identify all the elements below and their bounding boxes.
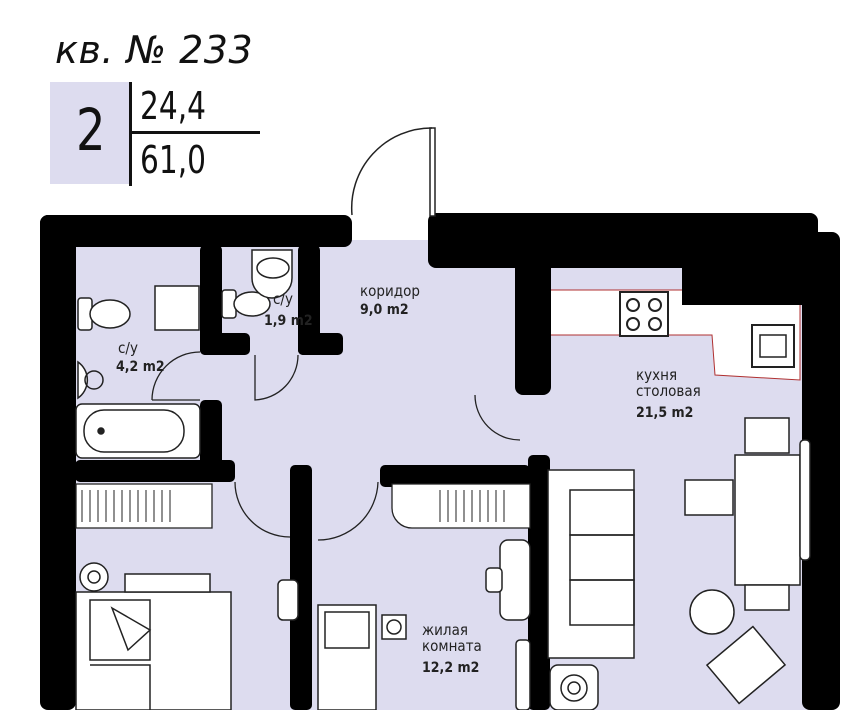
desk-icon bbox=[317, 604, 377, 710]
sink-icon bbox=[251, 249, 293, 299]
bathroom-large-area: 4,2 m2 bbox=[116, 359, 165, 375]
walls bbox=[40, 213, 840, 710]
living-room-furniture bbox=[277, 539, 531, 710]
sofa-icon bbox=[547, 469, 635, 659]
kitchen-area: 21,5 m2 bbox=[636, 405, 694, 421]
sink-icon bbox=[77, 360, 89, 400]
armchair-icon bbox=[499, 539, 531, 621]
interior-doors bbox=[151, 351, 521, 541]
kitchen-label-line1: кухня bbox=[636, 366, 678, 384]
table-icon bbox=[734, 454, 801, 586]
socket-icon bbox=[549, 664, 599, 710]
living-room-label-line1: жилая bbox=[422, 621, 468, 639]
bathroom-small-label: с/у bbox=[273, 290, 293, 308]
bathroom-fixtures bbox=[75, 249, 293, 459]
chair-icon bbox=[277, 579, 299, 621]
socket-icon bbox=[381, 614, 407, 640]
kitchen-counter bbox=[548, 289, 801, 381]
divider-vertical bbox=[129, 82, 132, 186]
washing-machine-icon bbox=[154, 285, 200, 331]
living-room-area: 12,2 m2 bbox=[422, 660, 480, 676]
divider-horizontal bbox=[129, 131, 260, 134]
stove-icon bbox=[619, 291, 669, 337]
radiators bbox=[75, 483, 531, 529]
bathtub-icon bbox=[75, 403, 201, 459]
plant-icon bbox=[689, 589, 735, 635]
corridor-label: коридор bbox=[360, 282, 420, 300]
corridor-area: 9,0 m2 bbox=[360, 302, 409, 318]
rooms-count: 2 bbox=[76, 96, 106, 164]
total-area-value: 61,0 bbox=[140, 138, 206, 182]
kitchen-furniture bbox=[547, 417, 811, 710]
living-area-value: 24,4 bbox=[140, 84, 206, 128]
bed-icon bbox=[75, 591, 232, 710]
bedroom-furniture bbox=[75, 562, 232, 710]
kitchen-label-line2: столовая bbox=[636, 382, 701, 400]
rooms-count-badge bbox=[50, 82, 131, 184]
living-room-label-line2: комната bbox=[422, 637, 482, 655]
bathroom-large-label: с/у bbox=[118, 339, 138, 357]
entrance-door bbox=[350, 127, 436, 217]
lamp-icon bbox=[79, 562, 109, 592]
sink-icon bbox=[751, 324, 795, 368]
bathroom-small-area: 1,9 m2 bbox=[264, 313, 313, 329]
apartment-title: кв. № 233 bbox=[55, 28, 254, 72]
